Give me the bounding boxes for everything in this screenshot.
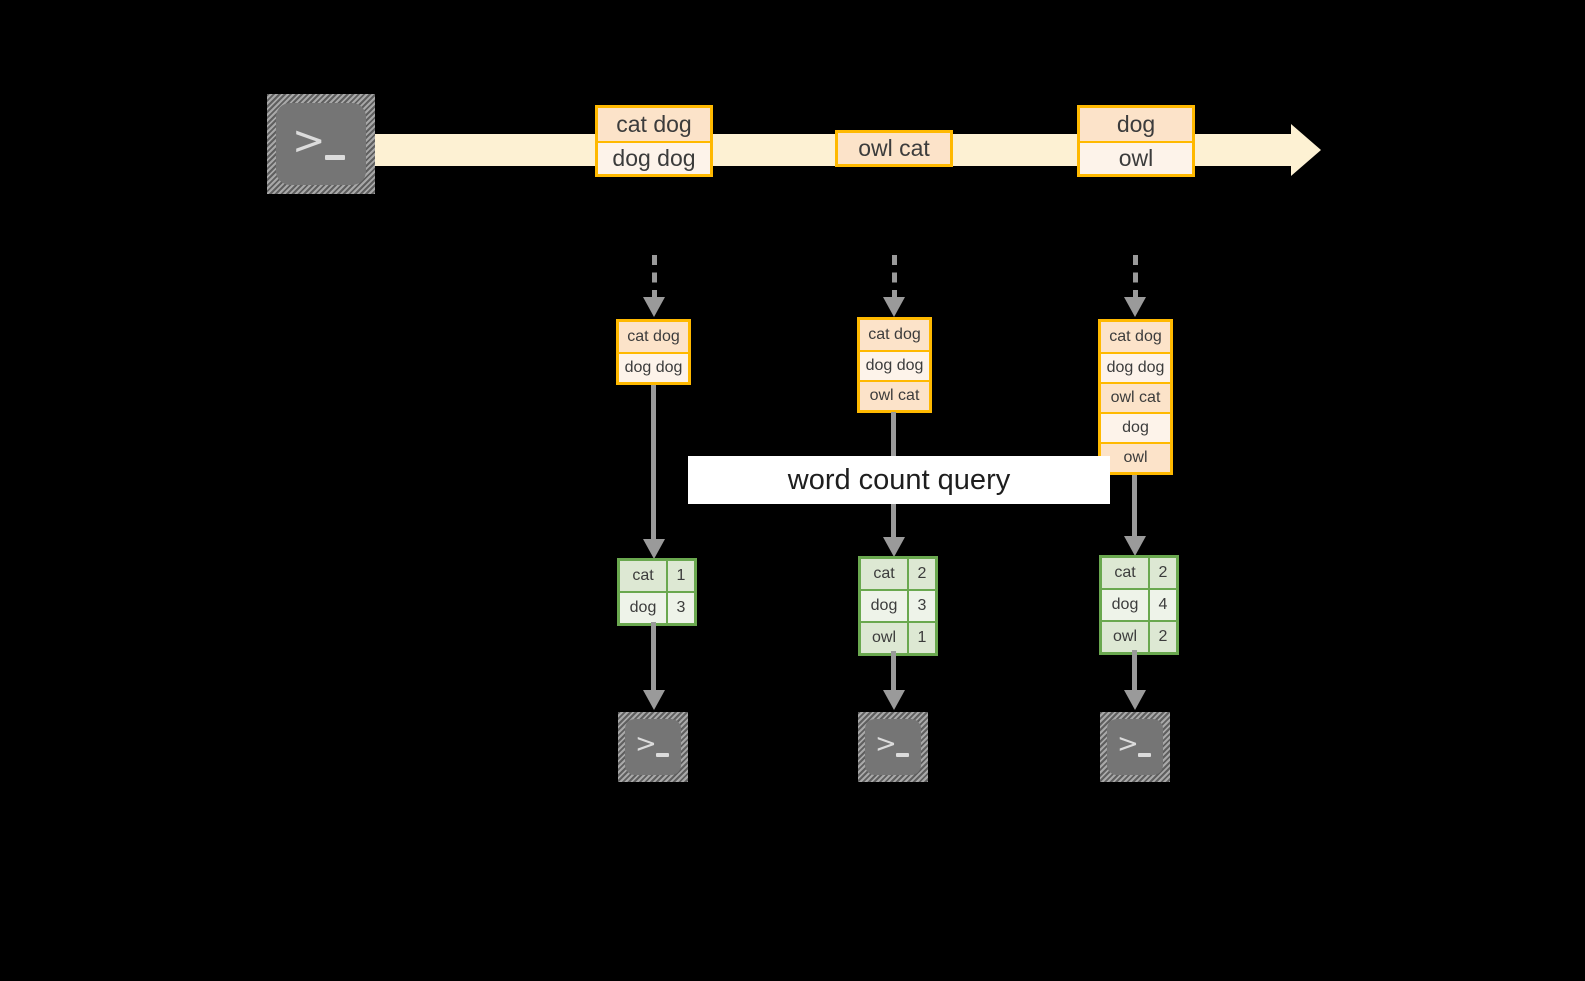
- snapshot-input-row: cat dog: [619, 322, 688, 352]
- table-row: dog 4: [1102, 588, 1176, 620]
- stream-record: cat dog: [598, 108, 710, 141]
- snapshot-trigger-arrowhead-2: [883, 297, 905, 317]
- sink-terminal-icon-2[interactable]: >: [858, 712, 928, 782]
- snapshot-input-row: dog: [1101, 412, 1170, 442]
- count-cell: 4: [1150, 590, 1176, 620]
- snapshot-trigger-line-3: [1133, 255, 1138, 300]
- terminal-screen: >: [1107, 719, 1163, 775]
- stream-record: dog dog: [598, 141, 710, 174]
- word-cell: cat: [861, 559, 909, 589]
- snapshot-input-1: cat dog dog dog: [616, 319, 691, 385]
- table-row: dog 3: [620, 591, 694, 623]
- word-count-result-1: cat 1 dog 3: [617, 558, 697, 626]
- terminal-cursor-icon: [1138, 753, 1151, 757]
- stream-record-group-1: cat dog dog dog: [595, 105, 713, 177]
- snapshot-input-row: cat dog: [1101, 322, 1170, 352]
- snapshot-input-row: dog dog: [860, 350, 929, 380]
- query-flow-line-3: [1132, 475, 1137, 550]
- terminal-chevron-icon: >: [1117, 729, 1139, 759]
- sink-flow-arrowhead-1: [643, 690, 665, 710]
- count-cell: 3: [668, 593, 694, 623]
- word-cell: dog: [861, 591, 909, 621]
- snapshot-input-row: cat dog: [860, 320, 929, 350]
- snapshot-input-2: cat dog dog dog owl cat: [857, 317, 932, 413]
- word-cell: owl: [1102, 622, 1150, 652]
- sink-flow-line-2: [891, 651, 896, 697]
- sink-flow-line-1: [651, 622, 656, 697]
- word-cell: dog: [620, 593, 668, 623]
- stream-record-group-3: dog owl: [1077, 105, 1195, 177]
- query-banner-label: word count query: [787, 463, 1011, 496]
- stream-record: owl cat: [838, 133, 950, 164]
- source-terminal-icon[interactable]: >: [267, 94, 375, 194]
- stream-record: owl: [1080, 141, 1192, 174]
- stream-arrow-head: [1291, 124, 1321, 176]
- snapshot-trigger-line-2: [892, 255, 897, 300]
- count-cell: 1: [909, 623, 935, 653]
- query-flow-arrowhead-3: [1124, 536, 1146, 556]
- terminal-screen: >: [625, 719, 681, 775]
- table-row: dog 3: [861, 589, 935, 621]
- terminal-chevron-icon: >: [292, 118, 326, 164]
- stream-record: dog: [1080, 108, 1192, 141]
- snapshot-input-row: owl cat: [860, 380, 929, 410]
- word-cell: cat: [1102, 558, 1150, 588]
- sink-flow-arrowhead-3: [1124, 690, 1146, 710]
- sink-flow-line-3: [1132, 650, 1137, 697]
- query-flow-arrowhead-2: [883, 537, 905, 557]
- count-cell: 2: [909, 559, 935, 589]
- terminal-screen: >: [865, 719, 921, 775]
- table-row: cat 2: [1102, 558, 1176, 588]
- terminal-screen: >: [276, 103, 366, 185]
- query-flow-arrowhead-1: [643, 539, 665, 559]
- word-count-result-2: cat 2 dog 3 owl 1: [858, 556, 938, 656]
- table-row: cat 2: [861, 559, 935, 589]
- sink-terminal-icon-3[interactable]: >: [1100, 712, 1170, 782]
- snapshot-input-row: dog dog: [619, 352, 688, 382]
- query-banner: word count query: [688, 456, 1110, 504]
- count-cell: 3: [909, 591, 935, 621]
- snapshot-trigger-arrowhead-1: [643, 297, 665, 317]
- table-row: owl 1: [861, 621, 935, 653]
- snapshot-input-row: dog dog: [1101, 352, 1170, 382]
- count-cell: 2: [1150, 558, 1176, 588]
- snapshot-trigger-line-1: [652, 255, 657, 300]
- snapshot-input-3: cat dog dog dog owl cat dog owl: [1098, 319, 1173, 475]
- sink-terminal-icon-1[interactable]: >: [618, 712, 688, 782]
- snapshot-input-row: owl cat: [1101, 382, 1170, 412]
- snapshot-trigger-arrowhead-3: [1124, 297, 1146, 317]
- sink-flow-arrowhead-2: [883, 690, 905, 710]
- word-cell: owl: [861, 623, 909, 653]
- terminal-chevron-icon: >: [875, 729, 897, 759]
- terminal-chevron-icon: >: [635, 729, 657, 759]
- table-row: owl 2: [1102, 620, 1176, 652]
- terminal-cursor-icon: [896, 753, 909, 757]
- word-cell: cat: [620, 561, 668, 591]
- query-flow-line-1: [651, 385, 656, 550]
- terminal-cursor-icon: [325, 155, 345, 160]
- stream-record-group-2: owl cat: [835, 130, 953, 167]
- count-cell: 2: [1150, 622, 1176, 652]
- count-cell: 1: [668, 561, 694, 591]
- table-row: cat 1: [620, 561, 694, 591]
- snapshot-input-row: owl: [1101, 442, 1170, 472]
- terminal-cursor-icon: [656, 753, 669, 757]
- word-count-result-3: cat 2 dog 4 owl 2: [1099, 555, 1179, 655]
- word-cell: dog: [1102, 590, 1150, 620]
